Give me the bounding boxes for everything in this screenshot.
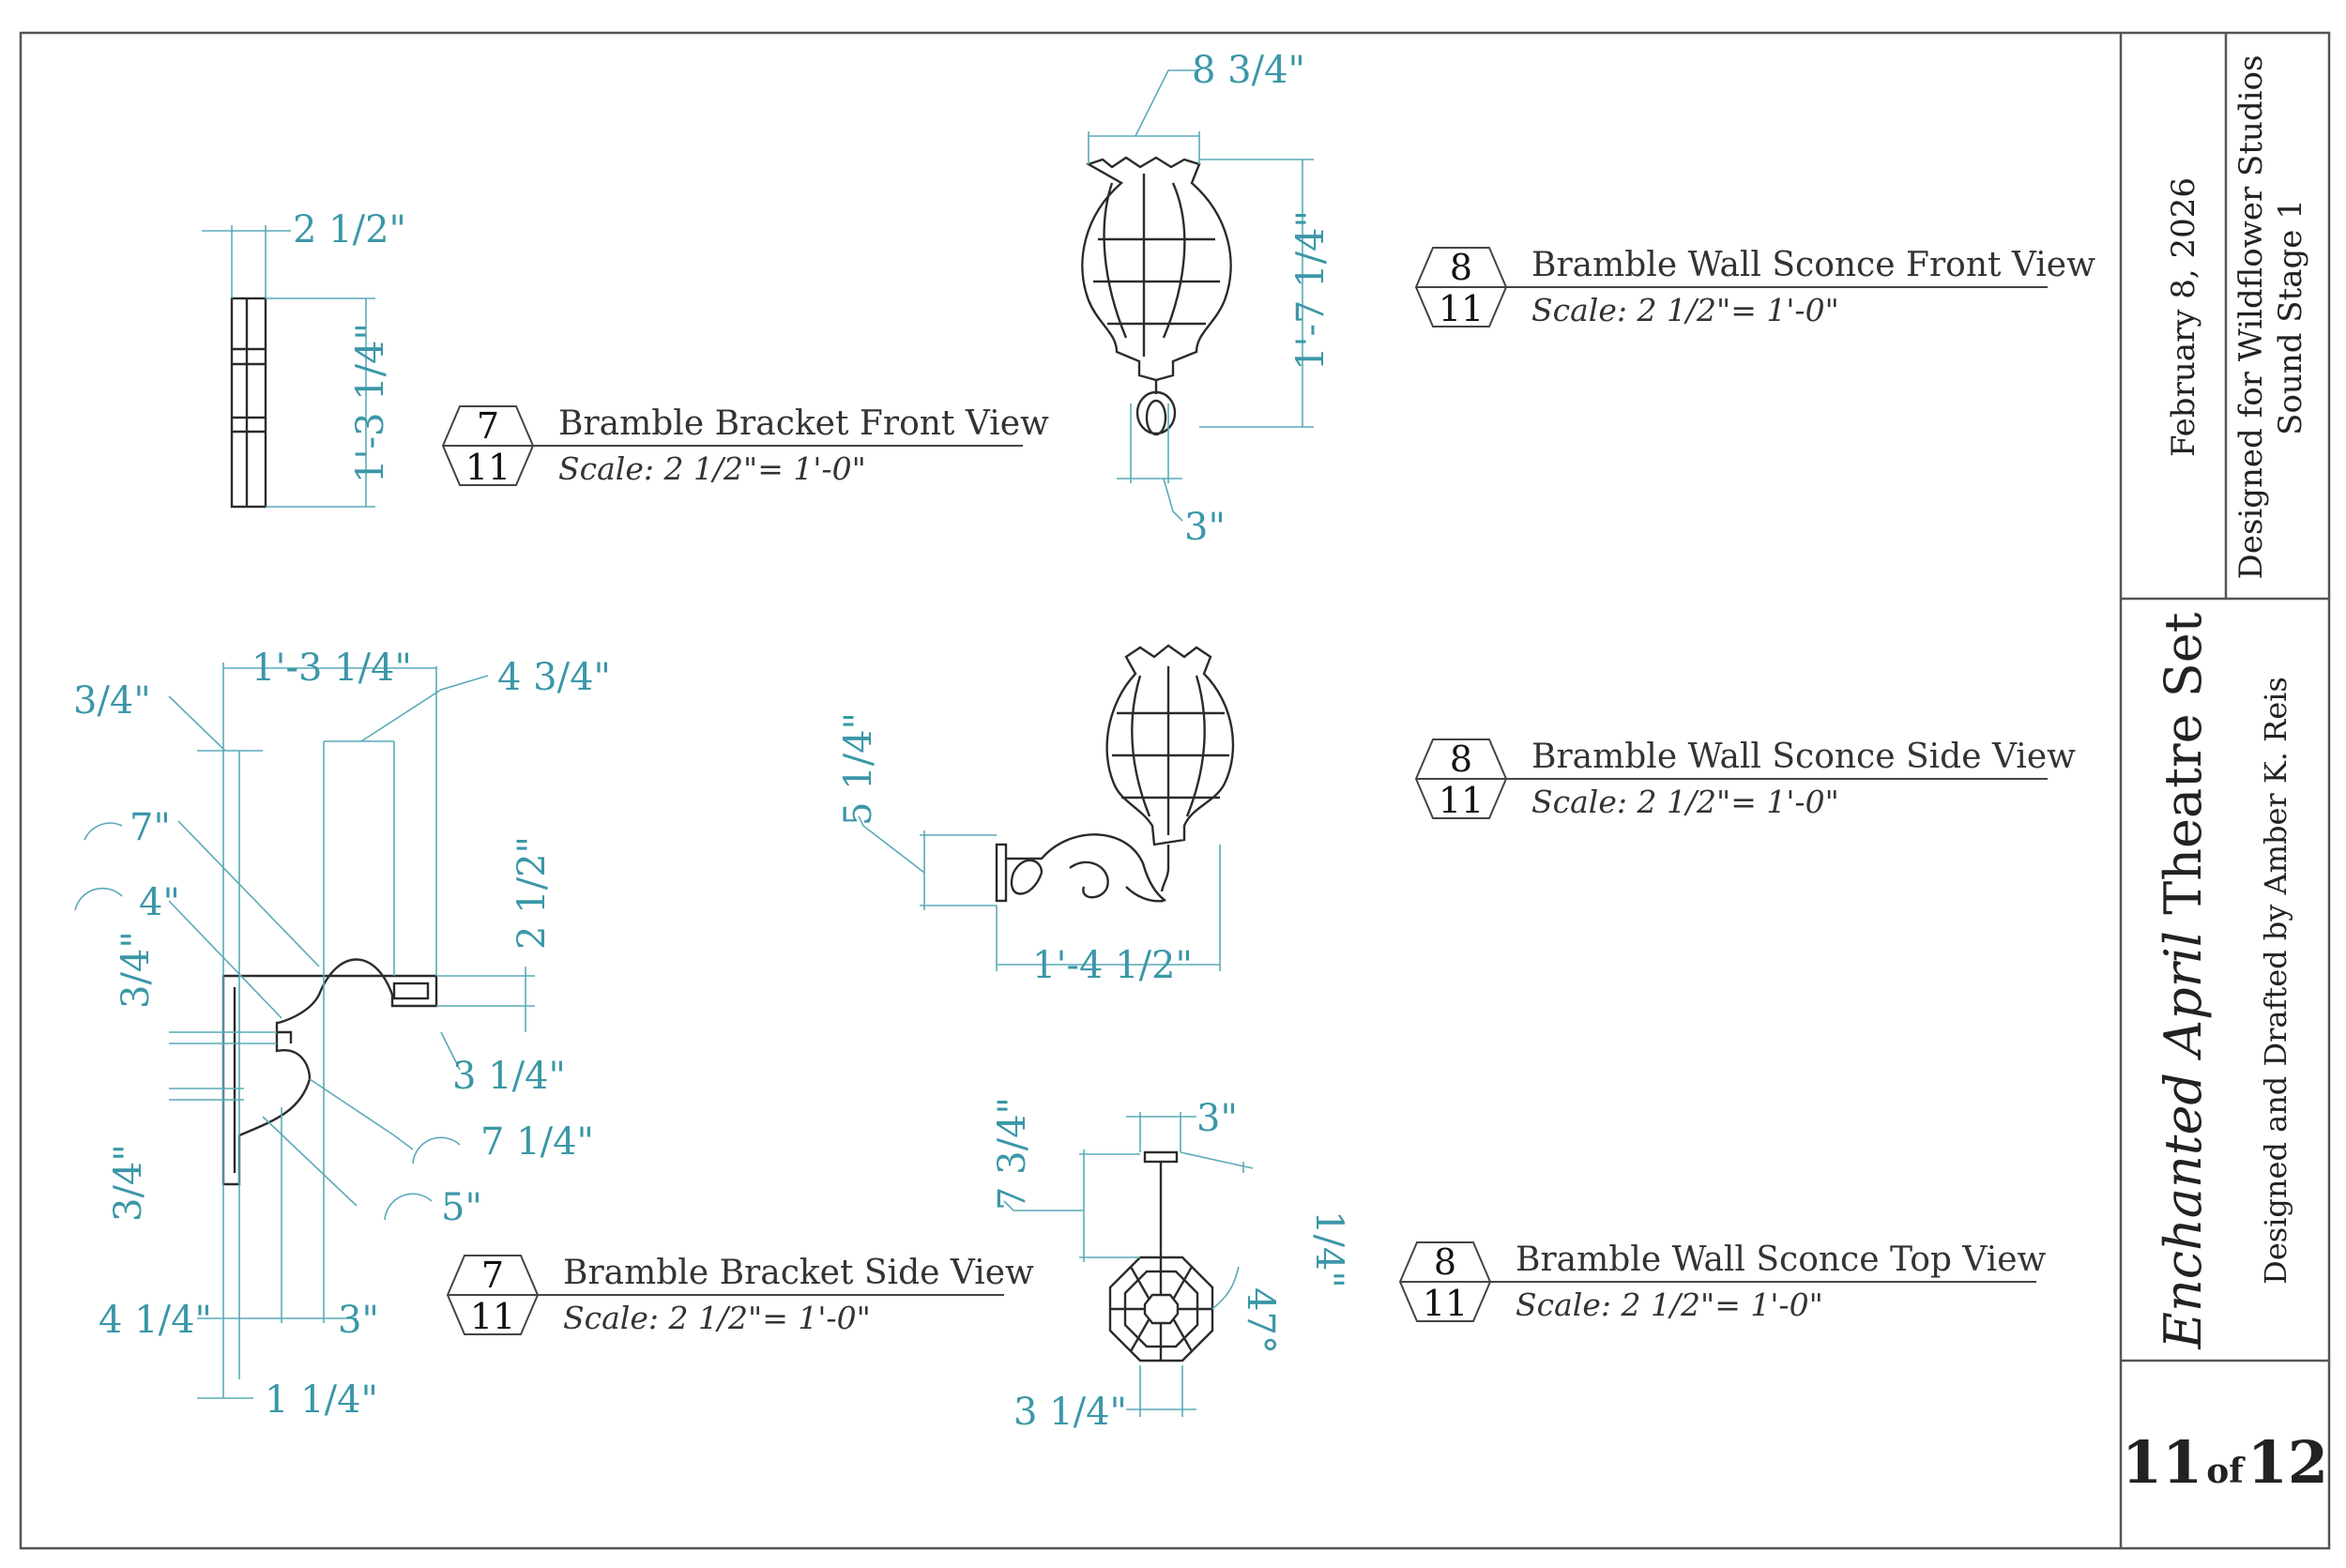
label-sconce-front-scale: Scale: 2 1/2"= 1'-0" bbox=[1531, 292, 1839, 328]
label-bracket-front-sheet: 11 bbox=[465, 447, 510, 488]
designer-credit: Designed and Drafted by Amber K. Reis bbox=[2258, 677, 2293, 1285]
page-current: 11 bbox=[2122, 1428, 2202, 1497]
label-sconce-top-num: 8 bbox=[1434, 1241, 1456, 1283]
label-sconce-front-num: 8 bbox=[1450, 247, 1472, 288]
title-block: February 8, 2026 Designed for Wildflower… bbox=[2122, 55, 2328, 1497]
dim-sf-height: 1'-7 1/4" bbox=[1289, 210, 1333, 371]
dim-bs-212: 2 1/2" bbox=[510, 836, 554, 950]
label-bracket-side-num: 7 bbox=[481, 1255, 504, 1296]
label-sconce-top: 8 11 Bramble Wall Sconce Top View Scale:… bbox=[1398, 1241, 2047, 1324]
dim-st-314: 3 1/4" bbox=[1013, 1391, 1127, 1434]
dim-st-47: 47° bbox=[1239, 1287, 1282, 1354]
dim-bs-34-left: 3/4" bbox=[114, 931, 158, 1009]
project-title-rest: Theatre Set bbox=[2154, 612, 2213, 931]
label-sconce-top-scale: Scale: 2 1/2"= 1'-0" bbox=[1516, 1286, 1823, 1323]
label-sconce-side-num: 8 bbox=[1450, 738, 1472, 780]
dim-ss-width: 1'-4 1/2" bbox=[1032, 944, 1193, 987]
label-sconce-top-title: Bramble Wall Sconce Top View bbox=[1516, 1241, 2047, 1279]
label-bracket-front-title: Bramble Bracket Front View bbox=[558, 404, 1049, 443]
dim-st-14: 1/4" bbox=[1307, 1210, 1350, 1288]
dim-bs-34-top: 3/4" bbox=[73, 679, 151, 723]
label-sconce-side-sheet: 11 bbox=[1439, 780, 1484, 821]
dim-bs-5: 5" bbox=[441, 1186, 482, 1229]
label-bracket-front-num: 7 bbox=[477, 405, 499, 447]
project-title: Enchanted April Theatre Set bbox=[2154, 612, 2213, 1349]
label-bracket-side-sheet: 11 bbox=[470, 1296, 515, 1337]
page-of: of bbox=[2206, 1452, 2246, 1491]
dim-sf-width: 8 3/4" bbox=[1192, 49, 1305, 92]
dim-bs-114: 1 1/4" bbox=[265, 1378, 378, 1422]
label-bracket-side: 7 11 Bramble Bracket Side View Scale: 2 … bbox=[446, 1254, 1034, 1337]
dim-bs-top: 1'-3 1/4" bbox=[251, 647, 412, 690]
dim-bf-width: 2 1/2" bbox=[293, 208, 406, 251]
dim-sf-3: 3" bbox=[1184, 506, 1226, 549]
project-title-italic: Enchanted April bbox=[2154, 931, 2213, 1350]
dim-bs-714: 7 1/4" bbox=[480, 1120, 594, 1164]
bracket-side-view: 1'-3 1/4" 4 3/4" 3/4" 7" 4" 3/4" 2 1/2" … bbox=[73, 647, 611, 1422]
sconce-side-view: 5 1/4" 1'-4 1/2" bbox=[837, 644, 1235, 987]
dim-ss-height: 5 1/4" bbox=[837, 712, 880, 826]
dim-bs-7: 7" bbox=[129, 806, 171, 849]
sconce-front-view: 8 3/4" 1'-7 1/4" 3" bbox=[1081, 49, 1333, 549]
dim-st-734: 7 3/4" bbox=[991, 1097, 1034, 1210]
label-sconce-front-sheet: 11 bbox=[1439, 288, 1484, 329]
dim-bs-right-top: 4 3/4" bbox=[497, 656, 611, 699]
label-sconce-front: 8 11 Bramble Wall Sconce Front View Scal… bbox=[1414, 246, 2095, 329]
label-bracket-side-title: Bramble Bracket Side View bbox=[563, 1254, 1034, 1292]
dim-bs-4: 4" bbox=[139, 881, 180, 924]
client-line-2: Sound Stage 1 bbox=[2272, 199, 2309, 435]
sheet-date: February 8, 2026 bbox=[2165, 177, 2202, 457]
label-sconce-side: 8 11 Bramble Wall Sconce Side View Scale… bbox=[1414, 738, 2076, 821]
sheet-border bbox=[19, 31, 2331, 1550]
dim-st-3: 3" bbox=[1196, 1097, 1238, 1140]
sconce-top-view: 3" 7 3/4" 1/4" 47° 3 1/4" bbox=[991, 1097, 1350, 1434]
label-bracket-front-scale: Scale: 2 1/2"= 1'-0" bbox=[558, 450, 866, 487]
client-line-1: Designed for Wildflower Studios bbox=[2232, 55, 2270, 580]
dim-bs-414: 4 1/4" bbox=[99, 1299, 212, 1342]
label-sconce-top-sheet: 11 bbox=[1423, 1283, 1468, 1324]
dim-bf-height: 1'-3 1/4" bbox=[349, 323, 392, 483]
label-bracket-front: 7 11 Bramble Bracket Front View Scale: 2… bbox=[441, 404, 1049, 488]
dim-bs-3: 3" bbox=[338, 1299, 379, 1342]
label-sconce-side-title: Bramble Wall Sconce Side View bbox=[1531, 738, 2076, 776]
label-sconce-front-title: Bramble Wall Sconce Front View bbox=[1531, 246, 2095, 284]
label-sconce-side-scale: Scale: 2 1/2"= 1'-0" bbox=[1531, 784, 1839, 820]
bracket-front-view: 2 1/2" 1'-3 1/4" bbox=[202, 208, 406, 509]
dim-bs-34-low: 3/4" bbox=[107, 1144, 150, 1222]
dim-bs-314: 3 1/4" bbox=[452, 1055, 566, 1098]
label-bracket-side-scale: Scale: 2 1/2"= 1'-0" bbox=[563, 1300, 871, 1336]
page-total: 12 bbox=[2247, 1428, 2328, 1497]
